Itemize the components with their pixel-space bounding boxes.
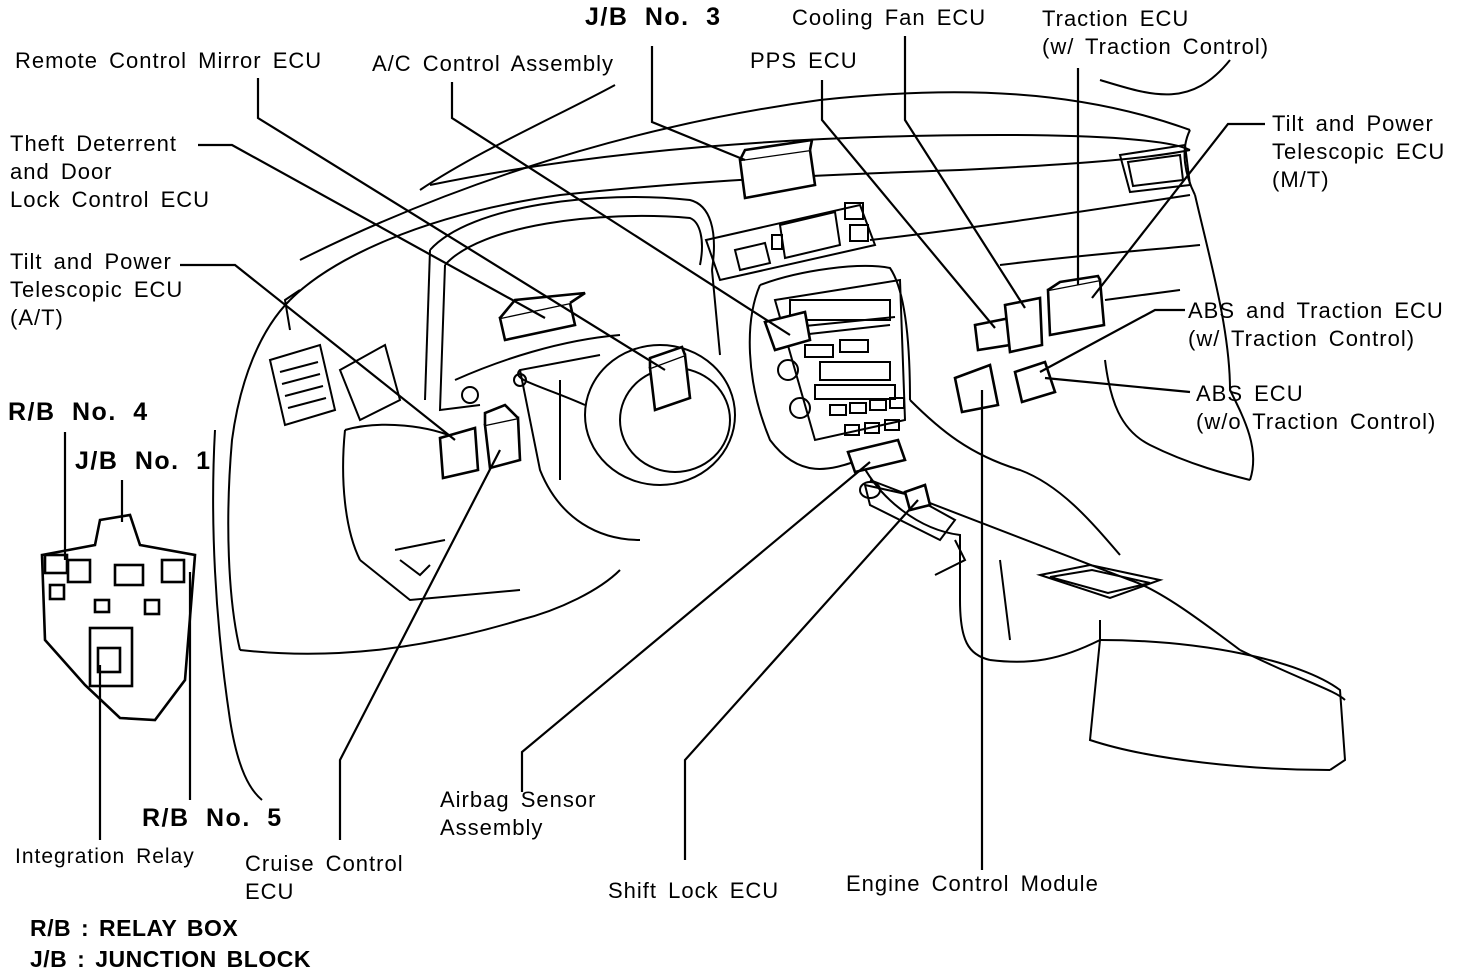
label-line: Airbag Sensor: [440, 787, 597, 812]
label-line: Cooling Fan ECU: [792, 5, 987, 30]
label-line: (A/T): [10, 305, 64, 330]
mirror-ecu-top: [648, 345, 687, 368]
cruise-ecu-top: [483, 403, 519, 425]
integration-relay-face: [96, 646, 122, 674]
label-line: Assembly: [440, 815, 544, 840]
rb5-relay: [160, 558, 186, 584]
cooling-fan-box: [1003, 296, 1044, 354]
label-rb-no-5: R/B No. 5: [142, 804, 283, 832]
label-line: A/C Control Assembly: [372, 51, 614, 76]
label-jb-no-1: J/B No. 1: [75, 447, 211, 475]
label-line: ABS and Traction ECU: [1188, 298, 1444, 323]
label-line: ECU: [245, 879, 295, 904]
label-line: Cruise Control: [245, 851, 404, 876]
label-line: ABS ECU: [1196, 381, 1304, 406]
label-engine-control-module: Engine Control Module: [846, 870, 1099, 898]
label-line: R/B No. 5: [142, 804, 283, 832]
pps-ecu-box: [973, 316, 1012, 352]
label-airbag-sensor-assembly: Airbag Sensor Assembly: [440, 786, 596, 842]
shift-lock-box: [903, 483, 932, 512]
label-line: (w/ Traction Control): [1042, 34, 1270, 59]
traction-ecu-box: [1046, 278, 1106, 337]
rb-relay-a: [66, 558, 92, 584]
label-ac-control-assembly: A/C Control Assembly: [372, 50, 614, 78]
label-abs-traction-ecu: ABS and Traction ECU (w/ Traction Contro…: [1188, 297, 1444, 353]
rb4-relay: [43, 553, 69, 575]
label-line: Lock Control ECU: [10, 187, 211, 212]
label-integration-relay: Integration Relay: [15, 843, 195, 871]
components: [40, 138, 1106, 722]
label-cruise-control-ecu: Cruise Control ECU: [245, 850, 404, 906]
label-line: Shift Lock ECU: [608, 878, 780, 903]
label-tilt-telescopic-ecu-mt: Tilt and Power Telescopic ECU (M/T): [1272, 110, 1445, 194]
label-line: Tilt and Power: [10, 249, 172, 274]
legend-junction-block: J/B : JUNCTION BLOCK: [30, 946, 311, 972]
abs-ecu-box: [953, 363, 1000, 414]
label-line: Engine Control Module: [846, 871, 1099, 896]
label-line: J/B No. 1: [75, 447, 212, 475]
label-line: Telescopic ECU: [10, 277, 184, 302]
tilt-at-box: [438, 426, 480, 480]
label-line: Traction ECU: [1042, 6, 1190, 31]
label-traction-ecu: Traction ECU (w/ Traction Control): [1042, 5, 1269, 61]
label-rb-no-4: R/B No. 4: [8, 398, 149, 426]
label-cooling-fan-ecu: Cooling Fan ECU: [792, 4, 986, 32]
label-line: (w/o Traction Control): [1196, 409, 1437, 434]
label-shift-lock-ecu: Shift Lock ECU: [608, 877, 779, 905]
label-jb-no-3: J/B No. 3: [585, 3, 721, 31]
legend-relay-box: R/B : RELAY BOX: [30, 915, 239, 941]
airbag-box: [846, 438, 907, 474]
label-line: Telescopic ECU: [1272, 139, 1446, 164]
label-line: Theft Deterrent: [10, 131, 177, 156]
label-line: Remote Control Mirror ECU: [15, 48, 323, 73]
ac-control-box: [763, 310, 812, 352]
jb3-box-top: [738, 138, 814, 161]
theft-ecu-top: [499, 291, 586, 319]
label-line: (M/T): [1272, 167, 1330, 192]
theft-ecu-box: [498, 301, 577, 342]
label-pps-ecu: PPS ECU: [750, 47, 858, 75]
label-tilt-telescopic-ecu-at: Tilt and Power Telescopic ECU (A/T): [10, 248, 183, 332]
label-line: R/B No. 4: [8, 398, 149, 426]
label-theft-deterrent-ecu: Theft Deterrent and Door Lock Control EC…: [10, 130, 210, 214]
label-line: (w/ Traction Control): [1188, 326, 1416, 351]
cruise-ecu-box: [483, 416, 522, 470]
label-line: J/B No. 3: [585, 3, 722, 31]
rb-relay-b: [113, 563, 145, 587]
label-line: Integration Relay: [15, 845, 195, 868]
abs-traction-box: [1013, 360, 1057, 404]
label-remote-control-mirror-ecu: Remote Control Mirror ECU: [15, 47, 322, 75]
label-line: Tilt and Power: [1272, 111, 1434, 136]
label-line: and Door: [10, 159, 113, 184]
mirror-ecu-box: [648, 353, 692, 412]
label-line: PPS ECU: [750, 48, 858, 73]
leader-lines: [63, 36, 1265, 870]
label-abs-ecu: ABS ECU (w/o Traction Control): [1196, 380, 1436, 436]
